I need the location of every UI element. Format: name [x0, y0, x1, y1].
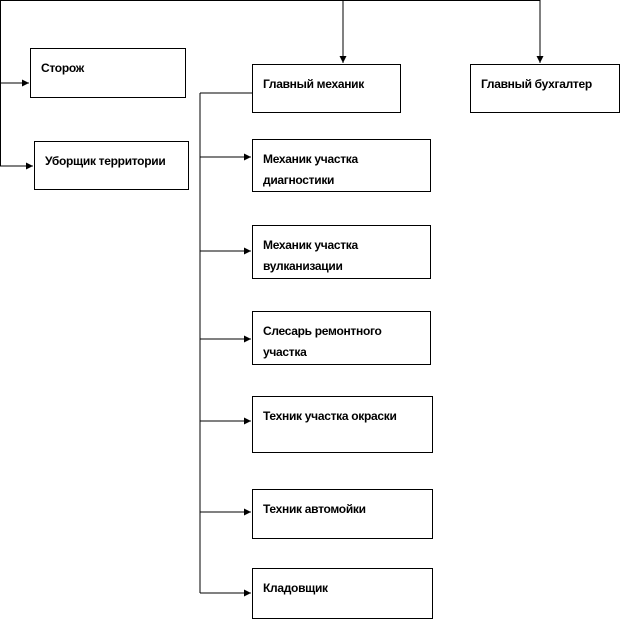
node-okraska-label: Техник участка окраски — [263, 409, 397, 423]
node-slesar: Слесарь ремонтного участка — [252, 311, 431, 365]
node-moika-label: Техник автомойки — [263, 502, 366, 516]
node-kladovshik: Кладовщик — [252, 568, 433, 619]
node-moika: Техник автомойки — [252, 489, 433, 539]
node-vulkan-label: Механик участка вулканизации — [263, 238, 358, 273]
node-okraska: Техник участка окраски — [252, 396, 433, 453]
node-glavmeh: Главный механик — [252, 64, 401, 113]
node-buhgalter: Главный бухгалтер — [470, 64, 620, 113]
node-buhgalter-label: Главный бухгалтер — [481, 77, 592, 91]
node-storozh: Сторож — [30, 48, 186, 98]
node-vulkan: Механик участка вулканизации — [252, 225, 431, 279]
node-diagnostika: Механик участка диагностики — [252, 139, 431, 192]
node-kladovshik-label: Кладовщик — [263, 581, 328, 595]
node-uborshik-label: Уборщик территории — [45, 154, 166, 168]
node-uborshik: Уборщик территории — [34, 141, 189, 190]
node-slesar-label: Слесарь ремонтного участка — [263, 324, 382, 359]
node-storozh-label: Сторож — [41, 61, 84, 75]
node-glavmeh-label: Главный механик — [263, 77, 364, 91]
node-diagnostika-label: Механик участка диагностики — [263, 152, 358, 187]
